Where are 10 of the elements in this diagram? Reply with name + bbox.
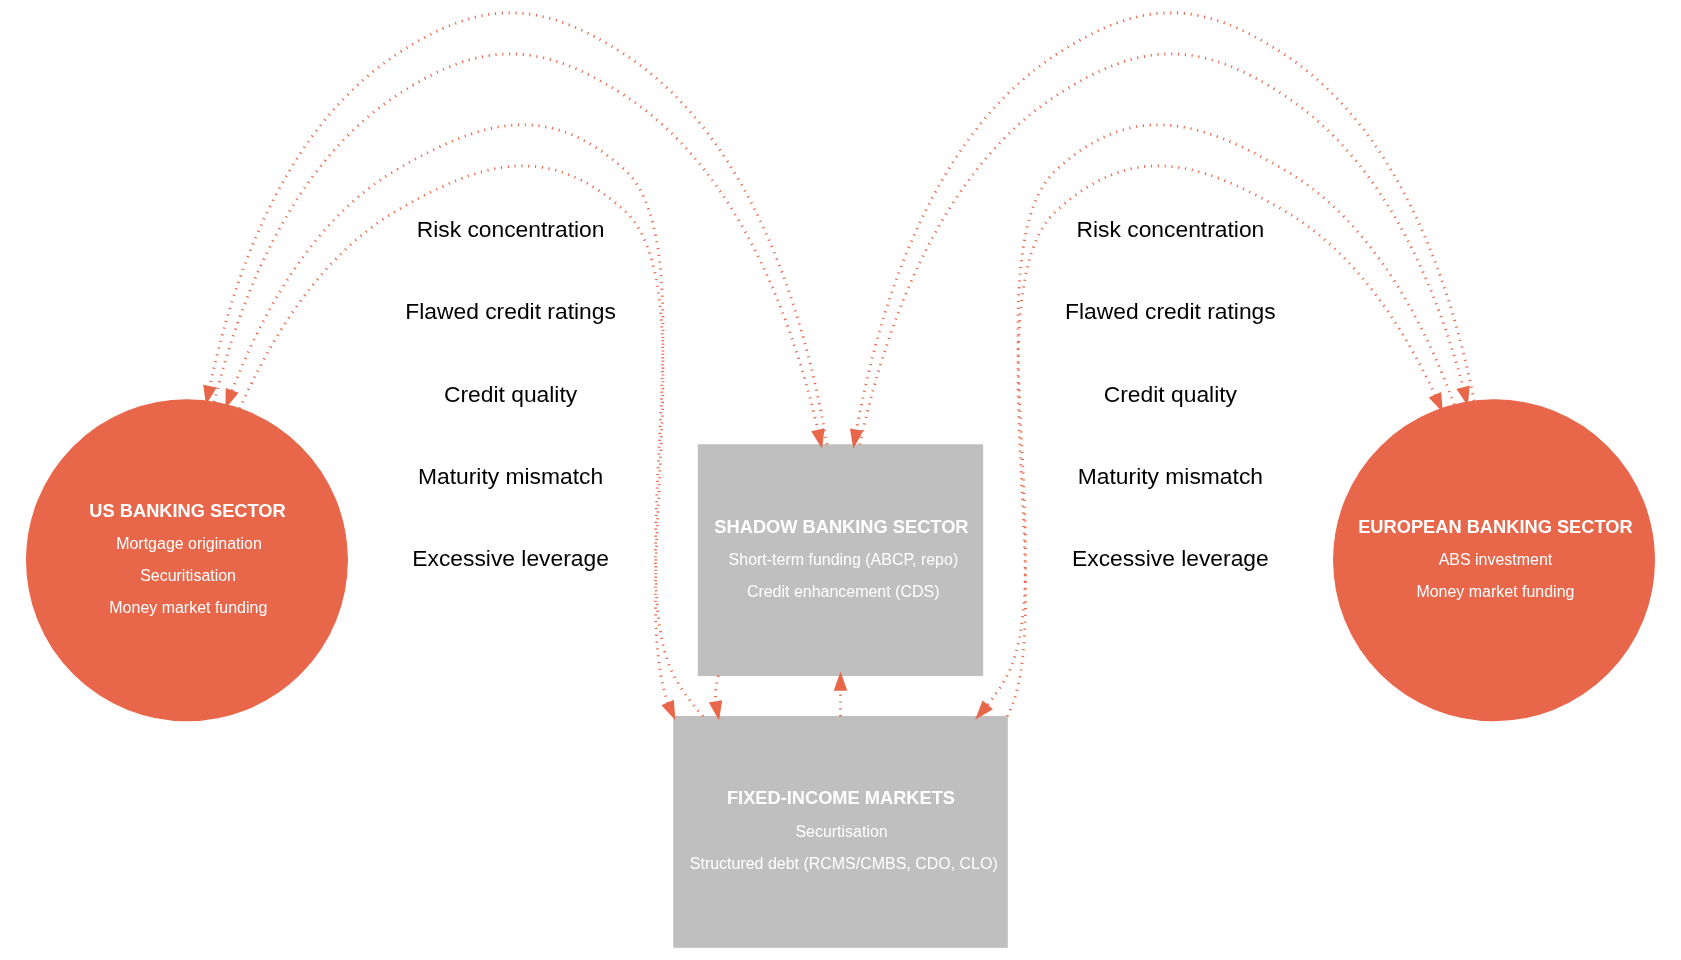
label: Credit quality	[1103, 380, 1238, 407]
label: Flawed credit ratings	[1065, 298, 1276, 325]
label: Flawed credit ratings	[405, 298, 616, 325]
label: Risk concentration	[1076, 216, 1265, 243]
label: Excessive leverage	[1072, 544, 1269, 571]
label: Excessive leverage	[412, 544, 609, 571]
label: Maturity mismatch	[417, 462, 604, 489]
label: Credit quality	[443, 380, 578, 407]
label: Risk concentration	[416, 216, 605, 243]
label: Maturity mismatch	[1077, 462, 1264, 489]
